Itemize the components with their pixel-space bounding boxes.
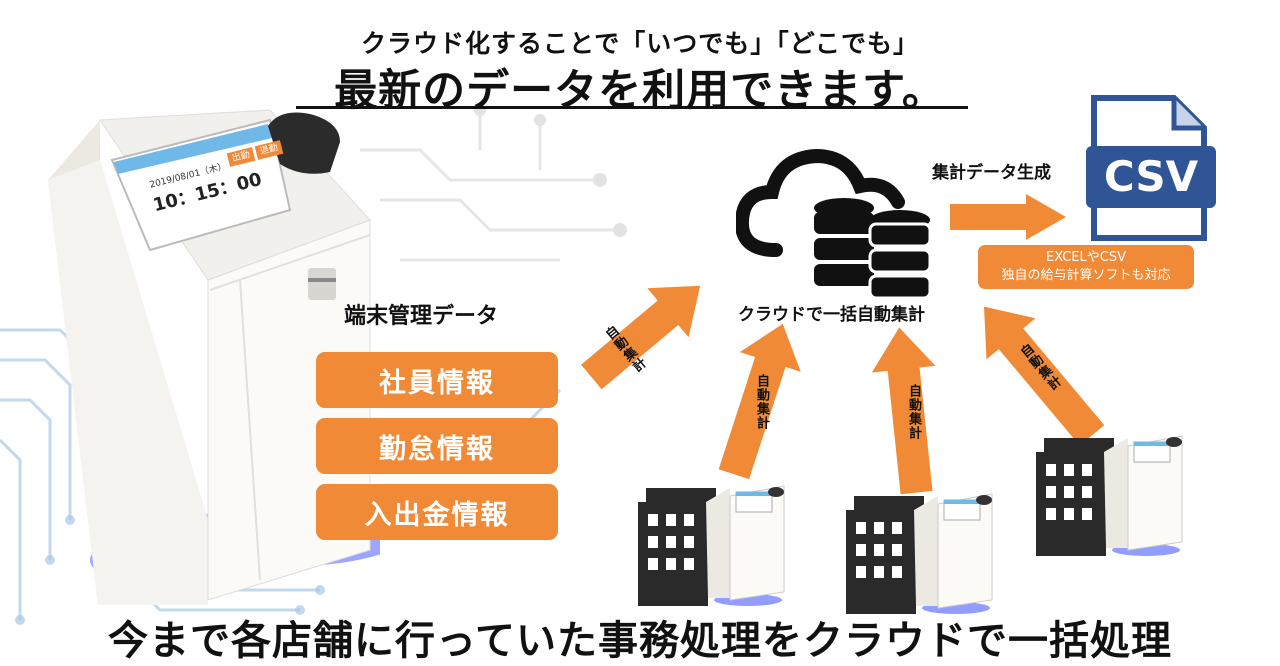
arrow-store3-to-cloud bbox=[984, 306, 1105, 446]
store-2-icon bbox=[846, 493, 993, 614]
csv-file-icon bbox=[1086, 95, 1216, 241]
info-employee: 社員情報 bbox=[316, 352, 558, 408]
info-cash: 入出金情報 bbox=[316, 484, 558, 540]
cloud-database-icon bbox=[736, 148, 932, 300]
arrow-label-store1: 自動集計 bbox=[754, 374, 769, 430]
csv-generate-label: 集計データ生成 bbox=[932, 163, 1051, 183]
headline-subtitle: クラウド化することで「いつでも」「どこでも」 bbox=[360, 29, 919, 58]
csv-note-line1: EXCELやCSV bbox=[1046, 250, 1126, 265]
arrow-right-icon bbox=[950, 194, 1066, 240]
arrow-store1-to-cloud bbox=[718, 323, 801, 480]
terminal-data-label: 端末管理データ bbox=[344, 304, 499, 329]
csv-note: EXCELやCSV 独自の給与計算ソフトも対応 bbox=[978, 245, 1194, 289]
cloud-caption: クラウドで一括自動集計 bbox=[738, 305, 925, 325]
footer-message: 今まで各店舗に行っていた事務処理をクラウドで一括処理 bbox=[108, 618, 1172, 664]
headline-underline bbox=[296, 106, 968, 109]
csv-icon-text: CSV bbox=[1103, 152, 1199, 201]
info-attendance: 勤怠情報 bbox=[316, 418, 558, 474]
arrow-label-store2: 自動集計 bbox=[906, 384, 921, 440]
store-1-icon bbox=[638, 485, 785, 606]
arrow-store2-to-cloud bbox=[871, 327, 936, 495]
csv-note-line2: 独自の給与計算ソフトも対応 bbox=[1001, 268, 1171, 283]
store-3-icon bbox=[1036, 435, 1183, 556]
arrow-left-to-cloud bbox=[581, 285, 701, 390]
